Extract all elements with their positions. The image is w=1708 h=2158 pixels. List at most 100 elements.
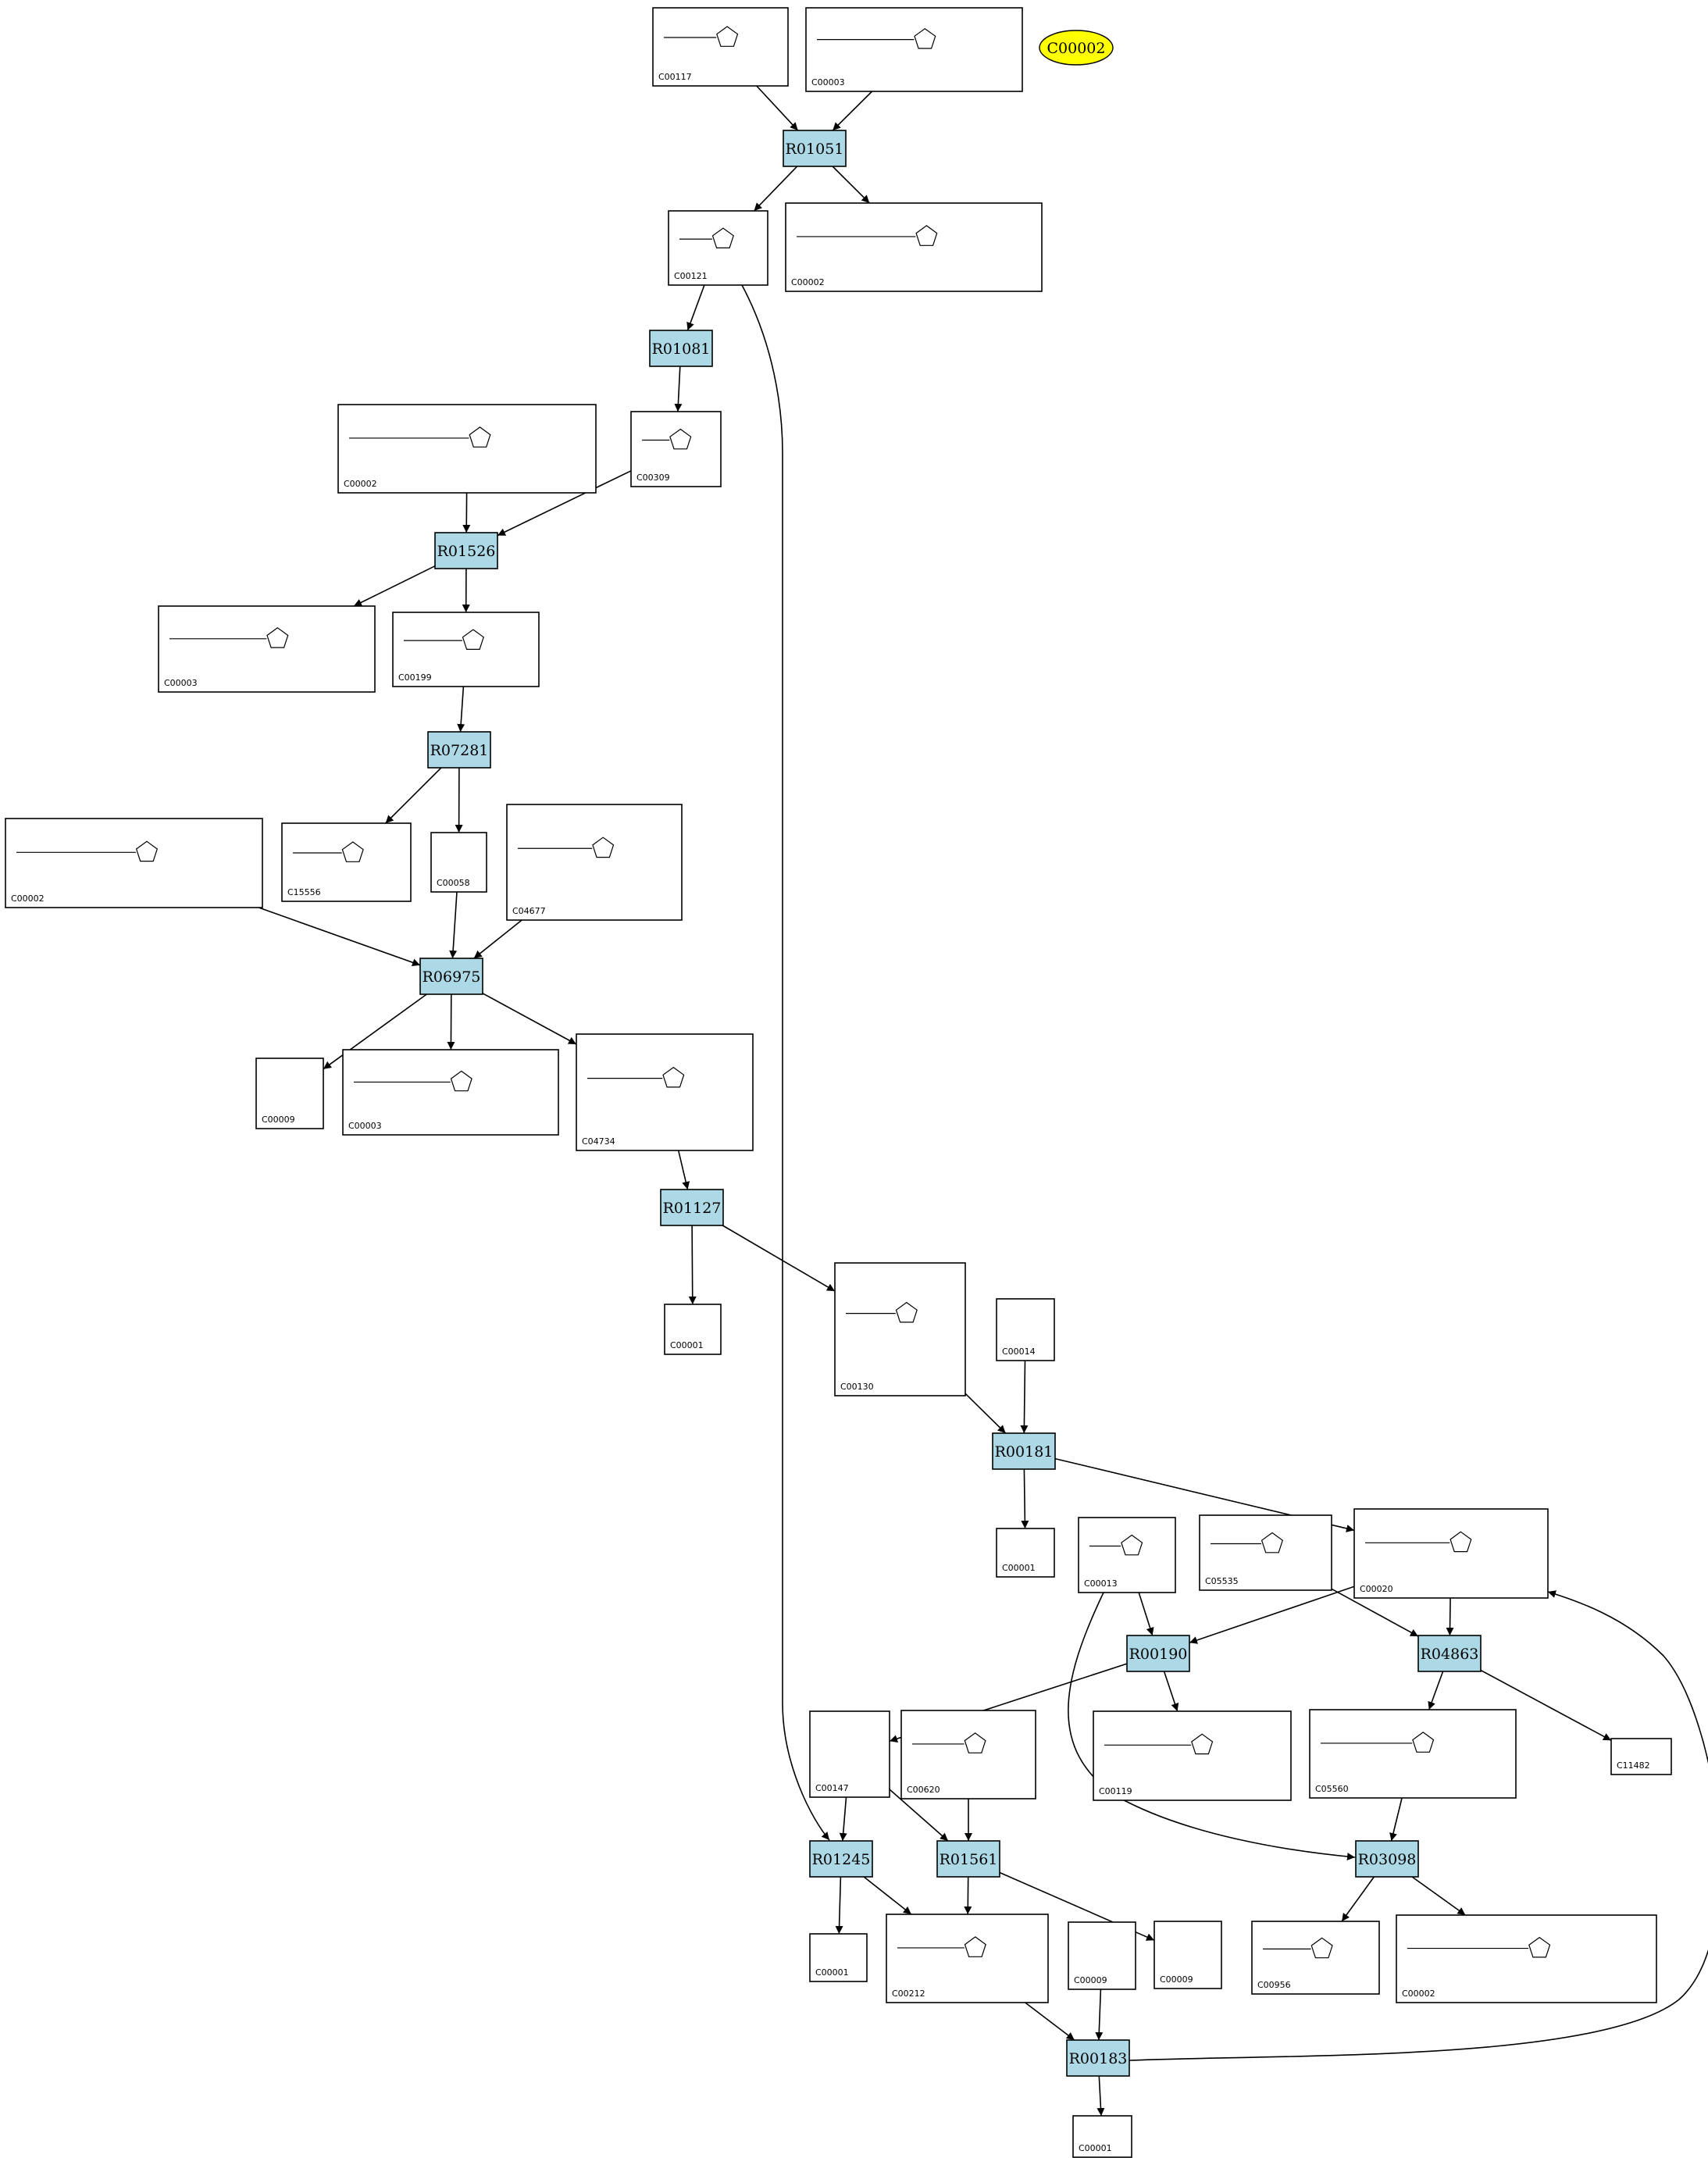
reaction-box[interactable] — [649, 330, 713, 367]
compound-C00014[interactable]: C00014 — [996, 1298, 1055, 1361]
compound-C00002[interactable]: C00002 — [5, 818, 263, 908]
compound-box[interactable] — [1093, 1710, 1292, 1801]
compound-box[interactable] — [1610, 1738, 1672, 1775]
structure-sketch — [293, 841, 364, 862]
compound-C00130[interactable]: C00130 — [834, 1262, 966, 1396]
compound-C00001[interactable]: C00001 — [996, 1528, 1055, 1578]
reaction-box[interactable] — [936, 1840, 1000, 1878]
reaction-R01526[interactable]: R01526 — [434, 532, 498, 569]
reaction-box[interactable] — [419, 958, 483, 995]
compound-C00003[interactable]: C00003 — [342, 1049, 559, 1136]
compound-box[interactable] — [342, 1049, 559, 1136]
compound-C00009[interactable]: C00009 — [255, 1058, 324, 1129]
reaction-box[interactable] — [660, 1189, 724, 1226]
compound-C11482[interactable]: C11482 — [1610, 1738, 1672, 1775]
reaction-R04863[interactable]: R04863 — [1417, 1635, 1482, 1672]
compound-C00020[interactable]: C00020 — [1353, 1508, 1549, 1599]
compound-C00119[interactable]: C00119 — [1093, 1710, 1292, 1801]
reaction-box[interactable] — [1417, 1635, 1482, 1672]
compound-box[interactable] — [834, 1262, 966, 1396]
compound-C00009[interactable]: C00009 — [1154, 1921, 1222, 1989]
compound-box[interactable] — [664, 1304, 722, 1355]
reaction-R07281[interactable]: R07281 — [427, 731, 491, 769]
edge-R00181-to-c19 — [1021, 1468, 1029, 1529]
compound-C05560[interactable]: C05560 — [1309, 1709, 1517, 1799]
reaction-box[interactable] — [1066, 2039, 1130, 2077]
compound-C00058[interactable]: C00058 — [430, 832, 487, 893]
compound-C00956[interactable]: C00956 — [1251, 1921, 1380, 1995]
compound-C00147[interactable]: C00147 — [809, 1710, 890, 1798]
compound-C00002[interactable]: C00002 — [337, 404, 597, 494]
compound-C00013[interactable]: C00013 — [1078, 1517, 1176, 1593]
structure-sketch — [354, 1070, 472, 1092]
compound-C04734[interactable]: C04734 — [576, 1033, 754, 1151]
structure-sketch — [404, 629, 484, 651]
compound-C00001[interactable]: C00001 — [664, 1304, 722, 1355]
compound-C00003[interactable]: C00003 — [158, 605, 376, 693]
highlight-marker[interactable]: C00002 — [1039, 30, 1114, 66]
reaction-box[interactable] — [434, 532, 498, 569]
compound-box[interactable] — [1396, 1914, 1657, 2003]
reaction-box[interactable] — [427, 731, 491, 769]
reaction-R06975[interactable]: R06975 — [419, 958, 483, 995]
compound-C00620[interactable]: C00620 — [900, 1710, 1036, 1800]
compound-box[interactable] — [1068, 1921, 1136, 1990]
compound-box[interactable] — [886, 1914, 1049, 2003]
compound-C00001[interactable]: C00001 — [1072, 2115, 1132, 2158]
reaction-R01245[interactable]: R01245 — [809, 1840, 873, 1878]
highlight-ellipse[interactable] — [1039, 30, 1114, 66]
reaction-box[interactable] — [1355, 1840, 1419, 1878]
compound-box[interactable] — [809, 1710, 890, 1798]
compound-box[interactable] — [1154, 1921, 1222, 1989]
compound-box[interactable] — [785, 202, 1043, 292]
reaction-R01051[interactable]: R01051 — [783, 130, 847, 167]
compound-box[interactable] — [506, 804, 683, 921]
compound-box[interactable] — [158, 605, 376, 693]
compound-box[interactable] — [805, 7, 1023, 92]
reaction-R03098[interactable]: R03098 — [1355, 1840, 1419, 1878]
compound-box[interactable] — [392, 612, 540, 687]
compound-box[interactable] — [337, 404, 597, 494]
compound-box[interactable] — [996, 1528, 1055, 1578]
compound-C00003[interactable]: C00003 — [805, 7, 1023, 92]
compound-C00212[interactable]: C00212 — [886, 1914, 1049, 2003]
reaction-box[interactable] — [809, 1840, 873, 1878]
reaction-R01561[interactable]: R01561 — [936, 1840, 1000, 1878]
compound-C05535[interactable]: C05535 — [1199, 1514, 1332, 1591]
edge-c1-to-R01051 — [756, 85, 799, 131]
compound-box[interactable] — [430, 832, 487, 893]
reaction-box[interactable] — [1126, 1635, 1190, 1672]
reaction-R01081[interactable]: R01081 — [649, 330, 713, 367]
compound-C00199[interactable]: C00199 — [392, 612, 540, 687]
compound-C04677[interactable]: C04677 — [506, 804, 683, 921]
compound-box[interactable] — [281, 822, 412, 902]
compound-box[interactable] — [652, 7, 789, 87]
compound-C00009[interactable]: C00009 — [1068, 1921, 1136, 1990]
compound-C00002[interactable]: C00002 — [1396, 1914, 1657, 2003]
compound-C00117[interactable]: C00117 — [652, 7, 789, 87]
reaction-R00181[interactable]: R00181 — [992, 1432, 1056, 1470]
reaction-R00190[interactable]: R00190 — [1126, 1635, 1190, 1672]
compound-box[interactable] — [1072, 2115, 1132, 2158]
compound-box[interactable] — [809, 1933, 868, 1982]
compound-box[interactable] — [1353, 1508, 1549, 1599]
compound-box[interactable] — [900, 1710, 1036, 1800]
reaction-box[interactable] — [783, 130, 847, 167]
compound-box[interactable] — [255, 1058, 324, 1129]
compound-box[interactable] — [996, 1298, 1055, 1361]
reaction-box[interactable] — [992, 1432, 1056, 1470]
compound-C15556[interactable]: C15556 — [281, 822, 412, 902]
edge-R01051-to-c3 — [753, 166, 798, 212]
compound-id-label: C00212 — [892, 1989, 925, 1999]
compound-box[interactable] — [576, 1033, 754, 1151]
compound-C00001[interactable]: C00001 — [809, 1933, 868, 1982]
compound-C00002[interactable]: C00002 — [785, 202, 1043, 292]
compound-C00309[interactable]: C00309 — [630, 411, 722, 487]
compound-box[interactable] — [1309, 1709, 1517, 1799]
compound-C00121[interactable]: C00121 — [668, 210, 768, 286]
reaction-R00183[interactable]: R00183 — [1066, 2039, 1130, 2077]
compound-box[interactable] — [5, 818, 263, 908]
reaction-label: R01245 — [812, 1851, 871, 1868]
edge-c17-to-R00181 — [965, 1393, 1007, 1434]
reaction-R01127[interactable]: R01127 — [660, 1189, 724, 1226]
